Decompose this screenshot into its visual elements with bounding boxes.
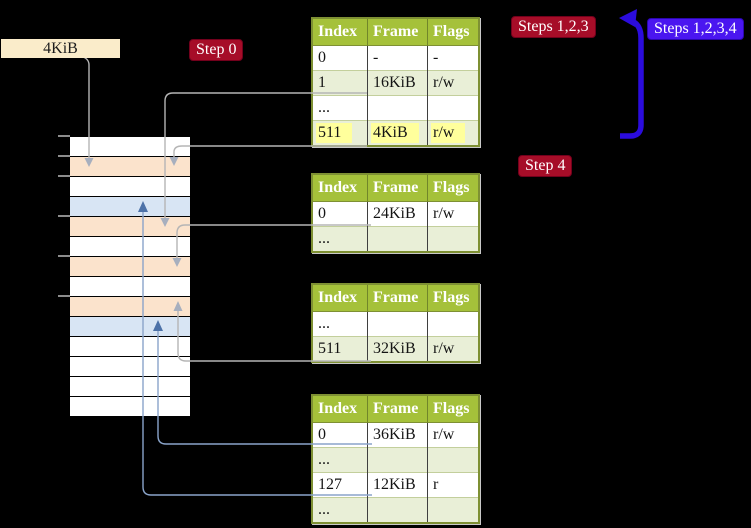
table-cell: 0 xyxy=(312,422,368,448)
table-cell: 24KiB xyxy=(367,201,428,227)
memory-tick-marks xyxy=(58,135,70,297)
column-header: Frame xyxy=(367,395,428,423)
table-row: ... xyxy=(312,95,479,121)
table-cell: ... xyxy=(312,497,368,523)
table-cell: ... xyxy=(312,95,368,121)
table-cell: 4KiB xyxy=(367,120,428,146)
memory-row-white xyxy=(70,177,190,197)
column-header: Frame xyxy=(367,284,428,312)
column-header: Flags xyxy=(427,395,479,423)
memory-row-orange xyxy=(70,257,190,277)
table-row: ... xyxy=(312,447,479,473)
table-row: 511 4KiB r/w xyxy=(312,120,479,146)
table-cell xyxy=(427,95,479,121)
memory-row-white xyxy=(70,377,190,397)
table-cell xyxy=(427,226,479,252)
big-loop-arrowhead xyxy=(619,9,637,27)
table-cell: 32KiB xyxy=(367,336,428,362)
table-row: ... xyxy=(312,497,479,523)
memory-row-orange xyxy=(70,297,190,317)
table-cell xyxy=(427,447,479,473)
highlighted-value: r/w xyxy=(431,123,466,143)
badge-step-4: Step 4 xyxy=(518,155,573,177)
table-cell: ... xyxy=(312,447,368,473)
table-cell xyxy=(367,447,428,473)
memory-row-white xyxy=(70,137,190,157)
table-cell: 16KiB xyxy=(367,70,428,96)
highlighted-value: 4KiB xyxy=(371,123,419,143)
table-cell: - xyxy=(367,45,428,71)
table-cell: 511 xyxy=(312,336,368,362)
table-cell: 127 xyxy=(312,472,368,498)
memory-size-label: 4KiB xyxy=(1,39,120,58)
table-row: ... xyxy=(312,311,479,337)
table-cell xyxy=(367,226,428,252)
table-cell: 511 xyxy=(312,120,368,146)
table-cell: r/w xyxy=(427,422,479,448)
physical-memory-stripe xyxy=(70,136,190,417)
table-cell: r xyxy=(427,472,479,498)
badge-steps-1-2-3-4: Steps 1,2,3,4 xyxy=(647,18,744,40)
table-cell: r/w xyxy=(427,336,479,362)
column-header: Frame xyxy=(367,174,428,202)
column-header: Index xyxy=(312,395,368,423)
memory-row-blue xyxy=(70,317,190,337)
table-cell: r/w xyxy=(427,201,479,227)
table-row: ... xyxy=(312,226,479,252)
column-header: Index xyxy=(312,284,368,312)
memory-row-white xyxy=(70,397,190,417)
badge-steps-1-2-3: Steps 1,2,3 xyxy=(511,16,596,38)
table-cell xyxy=(367,497,428,523)
table-cell xyxy=(427,497,479,523)
table-cell: 36KiB xyxy=(367,422,428,448)
memory-row-blue xyxy=(70,197,190,217)
table-cell: r/w xyxy=(427,70,479,96)
table-cell: 0 xyxy=(312,201,368,227)
memory-row-white xyxy=(70,357,190,377)
table-cell xyxy=(427,311,479,337)
column-header: Frame xyxy=(367,18,428,46)
column-header: Flags xyxy=(427,18,479,46)
table-cell xyxy=(367,311,428,337)
table-row: 0-- xyxy=(312,45,479,71)
big-loop-arrow xyxy=(620,18,644,139)
column-header: Flags xyxy=(427,174,479,202)
memory-row-white xyxy=(70,277,190,297)
table-cell: 0 xyxy=(312,45,368,71)
memory-row-white xyxy=(70,337,190,357)
table-cell: ... xyxy=(312,226,368,252)
table-cell: - xyxy=(427,45,479,71)
table-cell: ... xyxy=(312,311,368,337)
connector-4kib xyxy=(173,145,367,157)
column-header: Flags xyxy=(427,284,479,312)
table-cell xyxy=(367,95,428,121)
column-header: Index xyxy=(312,174,368,202)
memory-row-orange xyxy=(70,157,190,177)
memory-row-orange xyxy=(70,217,190,237)
table-cell: r/w xyxy=(427,120,479,146)
memory-row-white xyxy=(70,237,190,257)
badge-step-0: Step 0 xyxy=(189,39,244,61)
column-header: Index xyxy=(312,18,368,46)
table-cell: 12KiB xyxy=(367,472,428,498)
highlighted-value: 511 xyxy=(316,123,353,143)
table-cell: 1 xyxy=(312,70,368,96)
